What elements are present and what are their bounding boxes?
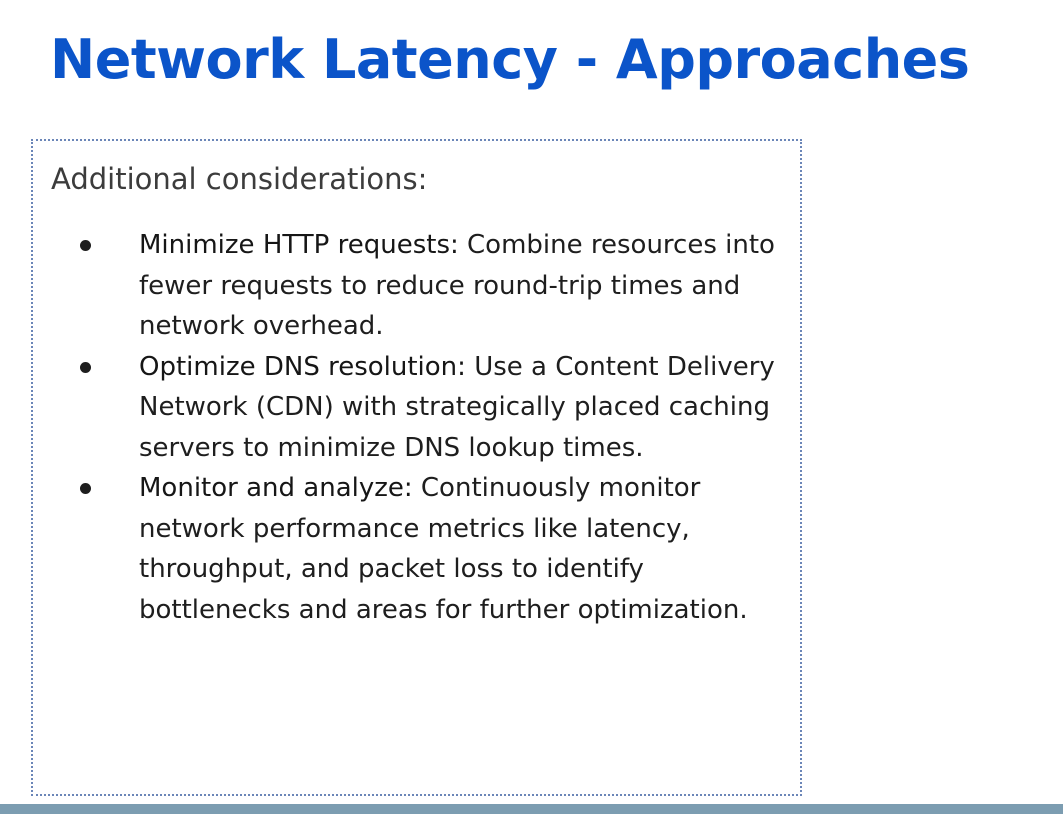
bottom-bar [0,804,1063,814]
content-box: Additional considerations: Minimize HTTP… [31,139,802,796]
bullet-term: Optimize DNS resolution: [139,351,475,382]
bullet-dot-icon [80,240,91,251]
intro-text: Additional considerations: [51,162,428,196]
bullet-text: Continuously monitor network performance… [139,473,748,625]
bullet-dot-icon [80,483,91,494]
slide-title: Network Latency - Approaches [50,28,970,91]
bullet-text: Use a Content Delivery Network (CDN) wit… [139,351,775,463]
bullet-item: Monitor and analyze: Continuously monito… [33,468,798,630]
bullet-list: Minimize HTTP requests: Combine resource… [33,225,798,630]
bullet-item: Minimize HTTP requests: Combine resource… [33,225,798,347]
bullet-term: Minimize HTTP requests: [139,230,468,260]
bullet-term: Monitor and analyze: [139,473,421,503]
bullet-item: Optimize DNS resolution: Use a Content D… [33,347,798,469]
bullet-text: Combine resources into fewer requests to… [139,230,775,341]
bullet-dot-icon [80,361,91,373]
